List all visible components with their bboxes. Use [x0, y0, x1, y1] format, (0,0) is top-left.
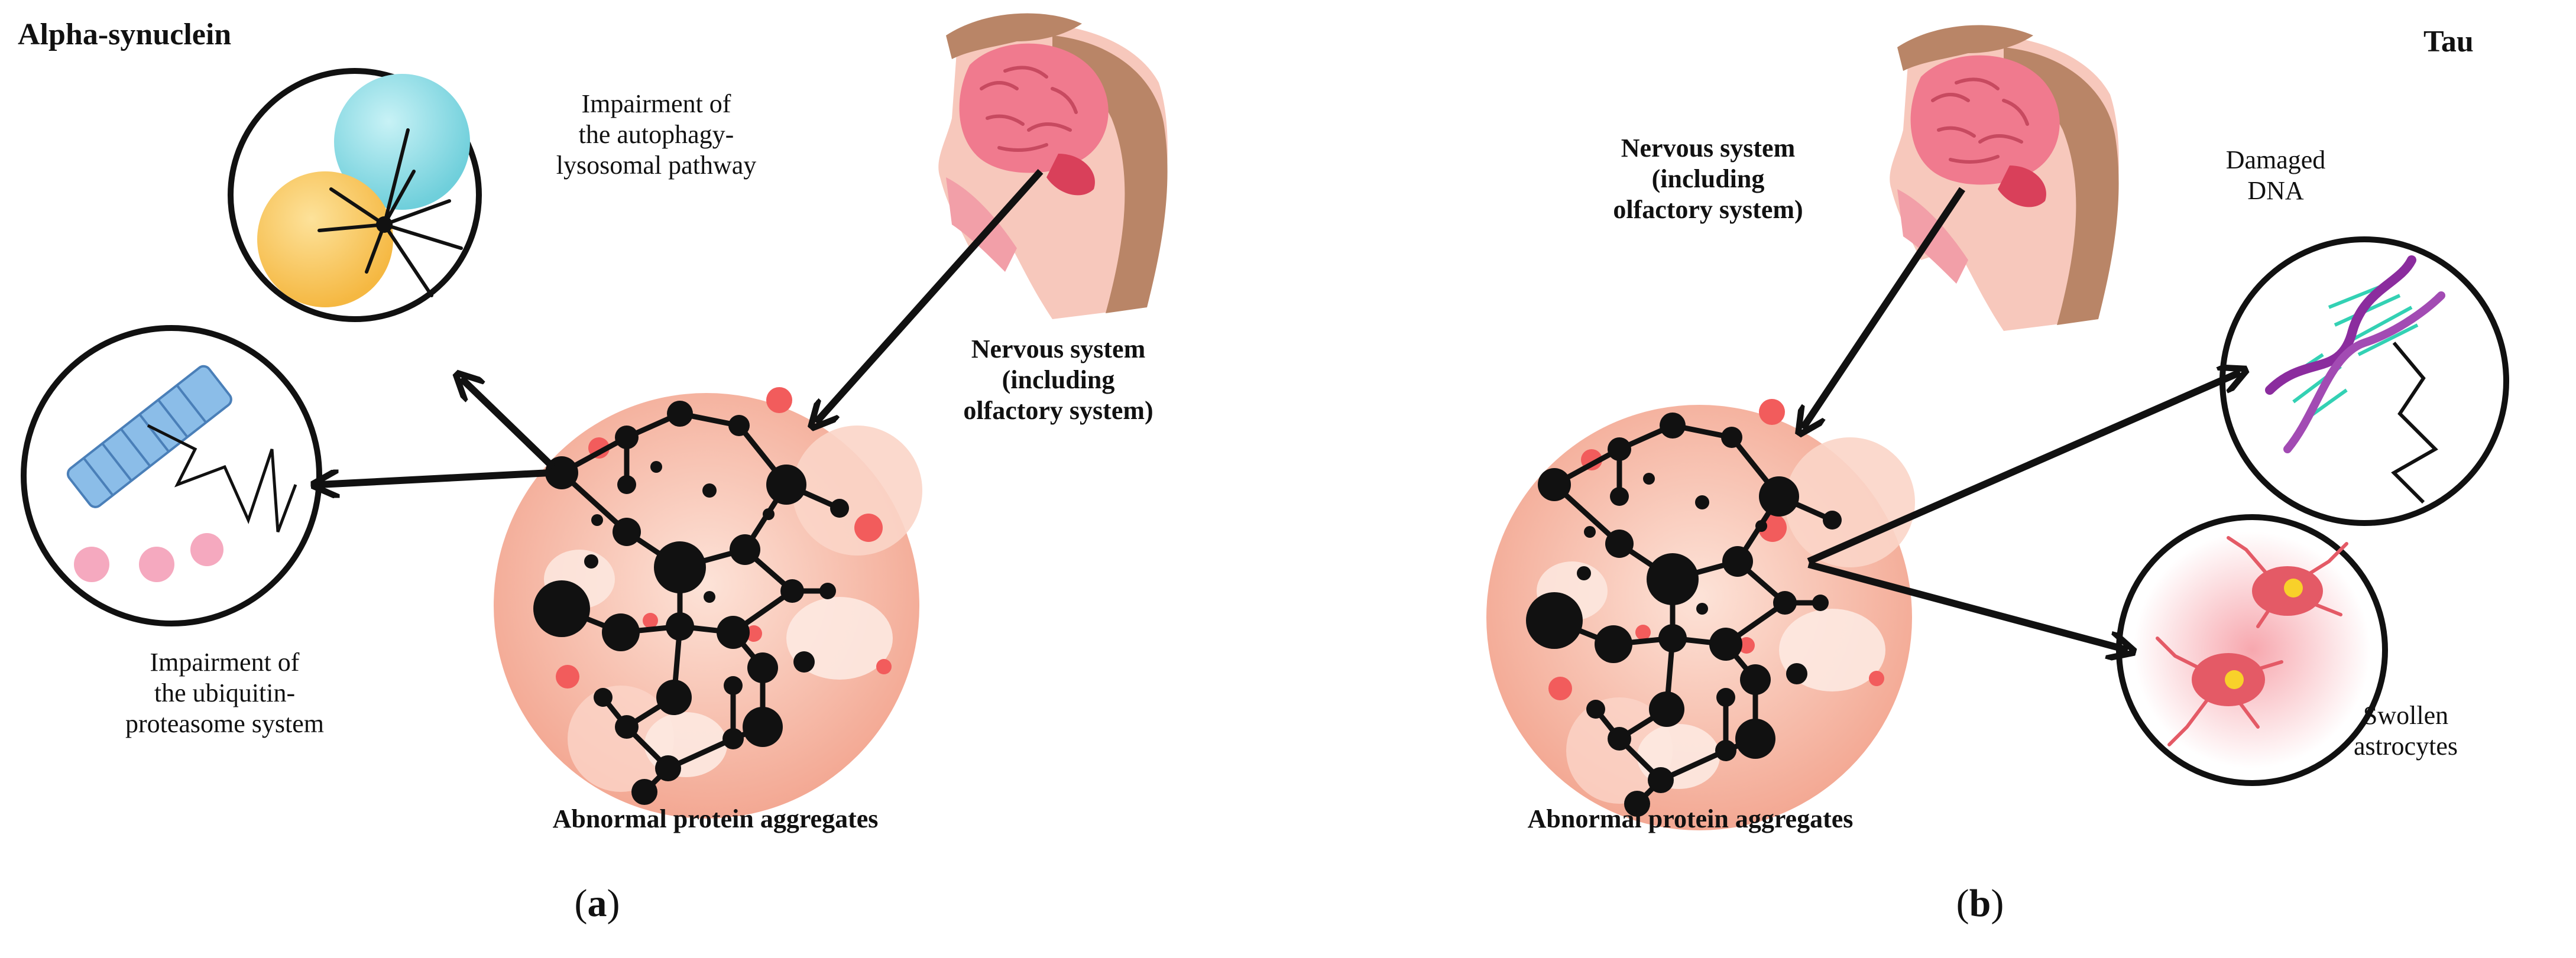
autophagy-label: Impairment of the autophagy- lysosomal p…: [532, 89, 780, 181]
caption-letter: a: [587, 882, 607, 925]
caption-paren: (: [574, 882, 588, 925]
nervous-system-label: Nervous system (including olfactory syst…: [922, 334, 1194, 426]
nervous-system-label-line: Nervous system: [971, 335, 1146, 363]
nervous-system-label: Nervous system (including olfactory syst…: [1572, 133, 1844, 225]
protein-aggregate-sphere: [1486, 399, 1915, 830]
ups-label-line: proteasome system: [125, 709, 325, 738]
damaged-dna-illustration: [2219, 236, 2509, 526]
panel-a-title: Alpha-synuclein: [18, 18, 232, 51]
damaged-dna-label: Damaged DNA: [2211, 145, 2341, 206]
autophagy-label-line: Impairment of: [581, 89, 731, 118]
panel-b: Tau Nervous system (including olfactory …: [1288, 0, 2576, 958]
ups-label-line: Impairment of: [150, 648, 300, 677]
caption-paren: ): [1991, 882, 2004, 925]
panel-b-artwork: [1486, 25, 2509, 830]
nervous-system-label-line: Nervous system: [1621, 134, 1796, 163]
protein-aggregate-sphere: [494, 387, 922, 819]
swollen-astrocytes-label-line: astrocytes: [2354, 731, 2458, 761]
autophagy-lysosome-illustration: [228, 68, 482, 322]
aggregates-label: Abnormal protein aggregates: [1527, 804, 1854, 833]
panel-a: Alpha-synuclein Impairment of the autoph…: [18, 13, 1194, 927]
head-brain-illustration: [1890, 25, 2119, 331]
damaged-dna-label-line: DNA: [2247, 176, 2304, 205]
panel-b-title: Tau: [2423, 25, 2474, 59]
panel-a-caption: (a): [520, 881, 674, 927]
autophagy-label-line: lysosomal pathway: [556, 150, 757, 180]
caption-paren: ): [607, 882, 620, 925]
panel-a-artwork: [21, 13, 1168, 819]
swollen-astrocytes-label: Swollen astrocytes: [2317, 700, 2494, 762]
aggregates-label: Abnormal protein aggregates: [552, 804, 879, 833]
ups-label-line: the ubiquitin-: [154, 678, 296, 707]
swollen-astrocytes-illustration: [2116, 514, 2388, 786]
arrows: [1803, 187, 2240, 650]
nervous-system-label-line: (including: [1651, 164, 1765, 193]
head-brain-illustration: [938, 13, 1168, 319]
arrows: [319, 169, 1044, 485]
nervous-system-label-line: (including: [1002, 365, 1115, 394]
nervous-system-label-line: olfactory system): [963, 395, 1153, 425]
caption-letter: b: [1969, 882, 1991, 925]
swollen-astrocytes-label-line: Swollen: [2363, 701, 2449, 730]
ubiquitin-proteasome-illustration: [21, 325, 322, 626]
ups-label: Impairment of the ubiquitin- proteasome …: [101, 647, 349, 739]
caption-paren: (: [1956, 882, 1969, 925]
autophagy-label-line: the autophagy-: [578, 119, 734, 149]
damaged-dna-label-line: Damaged: [2225, 145, 2326, 174]
panel-b-caption: (b): [1903, 881, 2057, 927]
nervous-system-label-line: olfactory system): [1613, 194, 1803, 224]
